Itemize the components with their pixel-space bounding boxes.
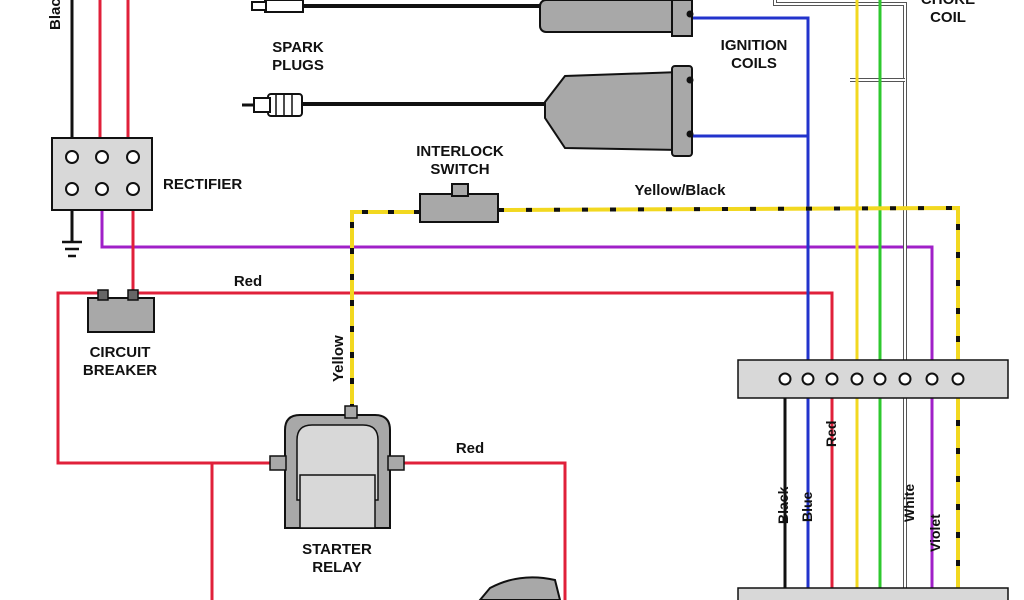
wire-label-red: Red [823,421,839,447]
ignition-coil-1 [539,0,694,37]
ignition-coil-2 [544,65,694,157]
wire-label-yellow: Yellow [330,335,347,382]
spark-plug-2 [242,93,303,117]
starter-motor [478,576,562,600]
interlock-switch-label-1: INTERLOCK [416,143,504,160]
ignition-coils-label-2: COILS [731,55,777,72]
circuit-breaker [87,289,155,333]
spark-plugs-label-1: SPARK [272,39,324,56]
white-wire-top [773,0,907,600]
ground-symbol [62,240,82,258]
wire-label-red-top: Red [234,273,262,290]
interlock-switch-label-2: SWITCH [430,161,489,178]
spark-plug-1 [251,0,304,13]
yellow-wire-relay [350,210,420,412]
wire-label-blue: Blue [799,491,815,522]
terminal-strip-upper [737,359,1009,399]
choke-coil-label-2: COIL [930,9,966,26]
circuit-breaker-label-1: CIRCUIT [90,344,151,361]
violet-wire [100,195,934,600]
interlock-switch [419,183,499,223]
wire-label-yellow-black: Yellow/Black [635,182,727,199]
starter-relay-label-1: STARTER [302,541,372,558]
starter-relay-label-2: RELAY [312,559,361,576]
rectifier [51,137,153,211]
spark-plugs-label-2: PLUGS [272,57,324,74]
wire-label-black: Black [775,486,791,524]
choke-coil-label-1: CHOKE [921,0,975,8]
terminal-strip-lower [737,587,1009,600]
ignition-coils-label-1: IGNITION [721,37,788,54]
red-wire-relay-starter [400,461,567,600]
wire-label-red-relay: Red [456,440,484,457]
blue-wire-coil1 [690,16,810,600]
red-wire-breaker-relay [56,291,276,465]
red-wire-main [133,291,834,600]
white-wire-top-inner [774,0,906,600]
wire-label-violet: Violet [927,514,943,552]
circuit-breaker-label-2: BREAKER [83,362,157,379]
rectifier-label: RECTIFIER [163,176,242,193]
yellow-black-wire [497,205,960,600]
yellow-black-wire-stripe [497,205,960,600]
wire-label-white: White [901,484,917,522]
wire-label-black-top: Black [47,0,64,30]
yellow-wire-relay-stripe [350,210,420,412]
starter-relay [269,405,405,529]
